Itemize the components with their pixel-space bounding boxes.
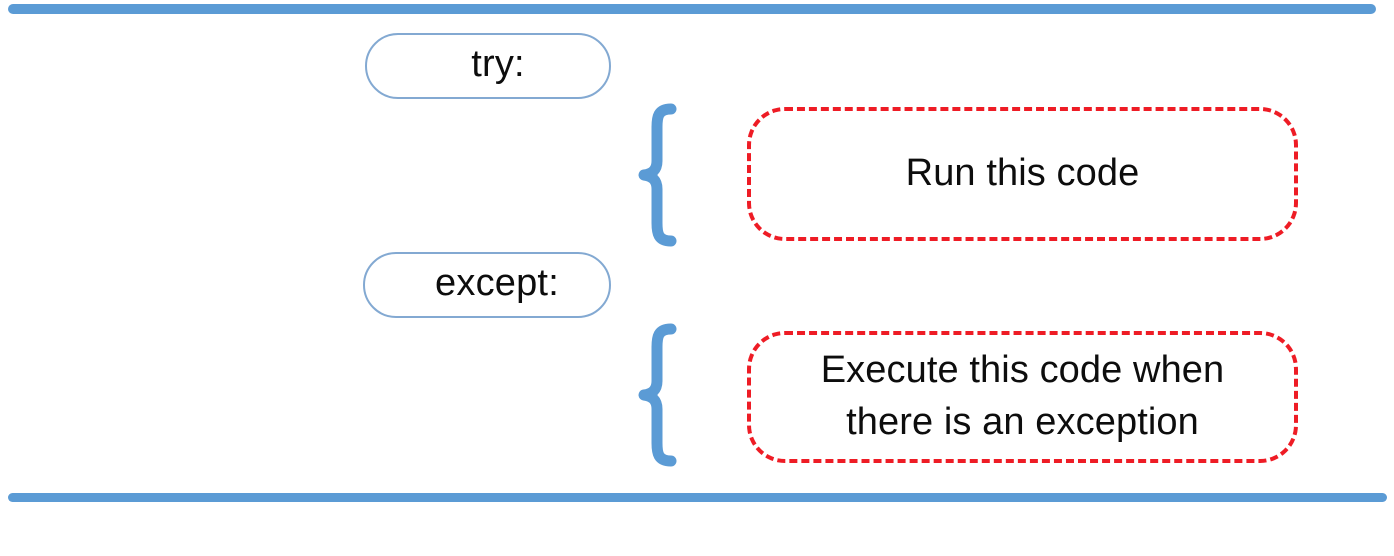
curly-brace-icon-except xyxy=(636,323,680,467)
keyword-node-except[interactable]: except: xyxy=(363,252,611,318)
code-block-run-this-code-text: Run this code xyxy=(905,152,1140,195)
curly-brace-icon-try xyxy=(636,103,680,247)
keyword-node-try-label: try: xyxy=(471,42,525,85)
top-divider-rule xyxy=(8,4,1376,14)
code-block-execute-on-exception[interactable]: Execute this code when there is an excep… xyxy=(747,331,1298,463)
bottom-divider-rule xyxy=(8,493,1387,502)
code-block-run-this-code[interactable]: Run this code xyxy=(747,107,1298,241)
code-block-execute-on-exception-text: Execute this code when there is an excep… xyxy=(820,349,1225,443)
keyword-node-except-label: except: xyxy=(435,261,559,304)
keyword-node-try[interactable]: try: xyxy=(365,33,611,99)
